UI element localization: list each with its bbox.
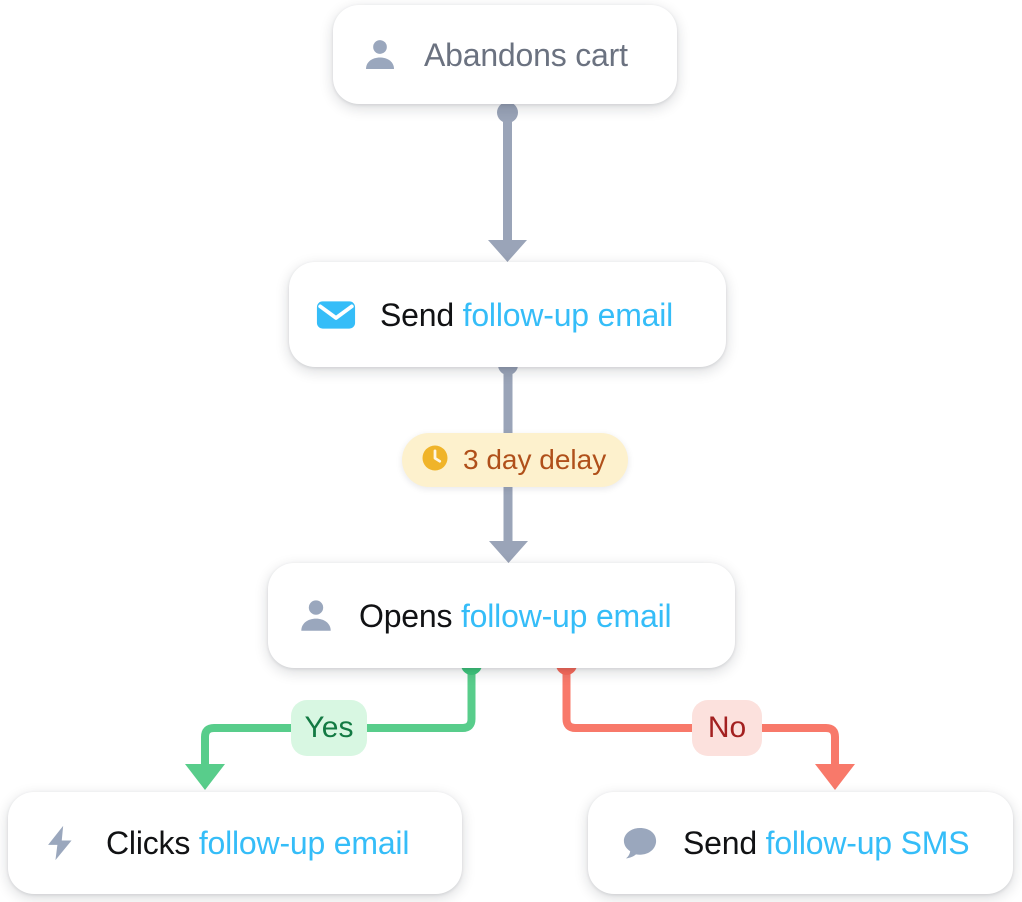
node-send-follow-up-email[interactable]: Send follow-up email [289,262,726,367]
node-label-lead: Opens [359,597,461,634]
envelope-icon [314,293,358,337]
branch-pill-yes[interactable]: Yes [291,700,367,756]
connector-port-abandons-cart[interactable] [497,102,518,123]
arrowhead-icon [815,764,855,790]
node-abandons-cart[interactable]: Abandons cart [333,5,677,104]
node-label: Clicks follow-up email [106,827,409,859]
node-opens-follow-up-email[interactable]: Opens follow-up email [268,563,735,668]
connector-abandons-to-email [488,110,527,262]
node-label-accent: follow-up SMS [765,825,970,861]
node-label-accent: follow-up email [460,597,672,634]
branch-label-no: No [707,711,747,744]
clock-icon [420,443,450,478]
delay-label: 3 day delay [463,444,607,475]
node-label: Send follow-up email [380,299,673,331]
node-label: Opens follow-up email [359,597,672,634]
node-label: Send follow-up SMS [683,825,970,861]
node-label: Abandons cart [424,39,628,71]
person-icon [295,595,337,637]
node-label-accent: follow-up email [462,296,674,333]
branch-label-yes: Yes [304,711,354,744]
node-label-accent: follow-up email [198,825,410,861]
node-label-lead: Send [683,825,766,861]
node-label-lead: Send [380,296,463,333]
branch-pill-no[interactable]: No [692,700,762,756]
node-clicks-follow-up-email[interactable]: Clicks follow-up email [8,792,462,894]
arrowhead-icon [488,240,527,262]
person-icon [360,35,400,75]
arrowhead-icon [185,764,225,790]
node-label-lead: Abandons cart [424,36,628,73]
node-label-lead: Clicks [106,825,199,861]
speech-bubble-icon [619,822,661,864]
lightning-bolt-icon [39,822,81,864]
arrowhead-icon [489,541,528,563]
node-send-follow-up-sms[interactable]: Send follow-up SMS [588,792,1013,894]
delay-badge[interactable]: 3 day delay [402,433,629,487]
